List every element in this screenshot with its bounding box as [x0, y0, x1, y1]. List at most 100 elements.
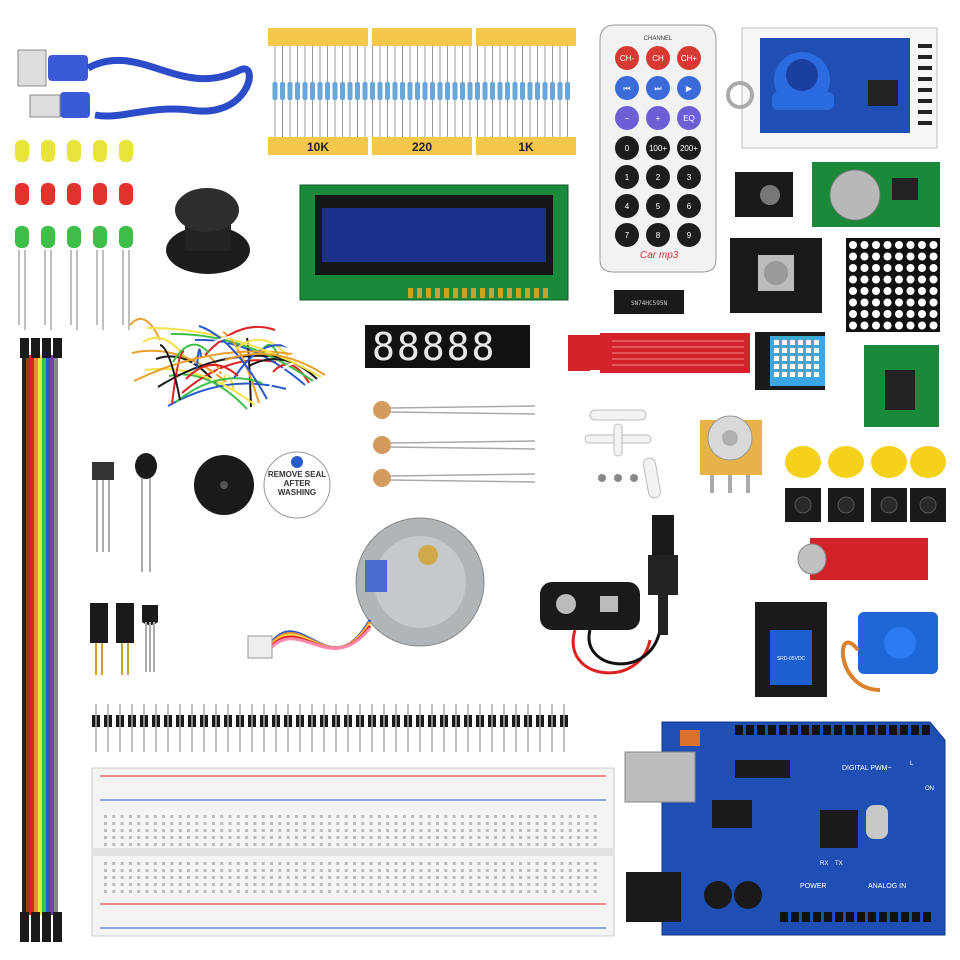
breadboard-hole	[369, 843, 373, 846]
breadboard-hole	[137, 843, 141, 846]
dupont-connector	[42, 912, 51, 942]
breadboard-hole	[328, 862, 332, 865]
jumper-wire	[146, 326, 322, 378]
breadboard-hole	[494, 829, 498, 832]
breadboard-hole	[535, 822, 539, 825]
breadboard-hole	[411, 843, 415, 846]
breadboard-hole	[153, 876, 157, 879]
breadboard-hole	[112, 883, 116, 886]
breadboard-hole	[585, 829, 589, 832]
breadboard-hole	[270, 883, 273, 886]
breadboard-hole	[162, 869, 166, 872]
pin-headers	[92, 704, 568, 752]
breadboard-hole	[485, 843, 489, 846]
resistor	[475, 82, 480, 100]
matrix-dot	[849, 275, 857, 284]
arduino-header-pin	[735, 725, 743, 735]
jumper-wire	[262, 362, 302, 402]
resistor	[422, 82, 428, 100]
breadboard-hole	[460, 822, 464, 825]
breadboard-hole	[519, 822, 522, 825]
breadboard-hole	[120, 829, 124, 832]
breadboard-hole	[228, 869, 232, 872]
remote-button	[615, 76, 639, 100]
lcd-pin	[507, 288, 512, 298]
breadboard-hole	[245, 890, 249, 893]
breadboard-hole	[203, 883, 207, 886]
breadboard-hole	[153, 869, 157, 872]
dht-vent	[806, 372, 811, 377]
arduino-label-l: L	[910, 761, 914, 767]
breadboard-hole	[203, 862, 207, 865]
breadboard-hole	[236, 883, 240, 886]
arduino-label-analog: ANALOG IN	[868, 883, 906, 890]
breadboard-hole	[361, 815, 365, 818]
matrix-dot	[872, 298, 880, 307]
matrix-dot	[872, 287, 880, 295]
breadboard-hole	[270, 869, 273, 872]
breadboard-hole	[112, 815, 116, 818]
breadboard-hole	[187, 876, 190, 879]
arduino-header-pin	[912, 912, 920, 922]
breadboard-hole	[519, 869, 522, 872]
breadboard-hole	[560, 869, 564, 872]
breadboard-hole	[502, 822, 506, 825]
breadboard-hole	[519, 876, 522, 879]
breadboard-hole	[344, 822, 348, 825]
remote-button	[646, 106, 670, 130]
breadboard-hole	[286, 876, 290, 879]
breadboard-hole	[195, 829, 199, 832]
jumper-wire	[144, 367, 256, 406]
breadboard-hole	[510, 829, 514, 832]
breadboard-hole	[153, 836, 157, 839]
breadboard-hole	[510, 843, 514, 846]
breadboard-hole	[568, 829, 572, 832]
breadboard-hole	[228, 822, 232, 825]
buzzer-sticker-text: REMOVE SEAL AFTER WASHING	[267, 470, 327, 497]
breadboard-hole	[593, 843, 597, 846]
breadboard-hole	[211, 890, 215, 893]
breadboard-hole	[394, 829, 398, 832]
yellow-button-cap	[871, 446, 907, 478]
breadboard-hole	[170, 890, 174, 893]
matrix-dot	[895, 252, 903, 261]
breadboard-hole	[137, 815, 141, 818]
breadboard-hole	[369, 829, 373, 832]
breadboard-hole	[436, 829, 439, 832]
breadboard-hole	[444, 862, 448, 865]
matrix-dot	[883, 252, 892, 261]
breadboard-hole	[178, 876, 182, 879]
jumper-wire	[248, 358, 318, 380]
breadboard-hole	[502, 890, 506, 893]
breadboard-hole	[535, 836, 539, 839]
stepper-driver-board	[864, 345, 939, 427]
breadboard-hole	[411, 822, 415, 825]
breadboard-hole	[460, 843, 464, 846]
breadboard-hole	[319, 869, 323, 872]
breadboard-hole	[477, 829, 481, 832]
photoresistor	[373, 436, 391, 454]
dht-vent	[774, 364, 779, 369]
breadboard-hole	[245, 862, 249, 865]
breadboard-hole	[369, 815, 373, 818]
breadboard-hole	[452, 822, 456, 825]
rtc-module	[812, 162, 940, 227]
resistor	[317, 82, 323, 100]
breadboard-hole	[112, 829, 116, 832]
breadboard-hole	[319, 815, 323, 818]
breadboard-hole	[286, 822, 290, 825]
breadboard-hole	[527, 862, 531, 865]
breadboard-hole	[444, 836, 448, 839]
matrix-dot	[895, 275, 903, 284]
breadboard-hole	[211, 869, 215, 872]
remote-button	[677, 76, 701, 100]
photoresistor-leg	[389, 411, 536, 415]
arduino-header-pin	[757, 725, 765, 735]
breadboard-hole	[585, 890, 589, 893]
lcd-pin	[462, 288, 467, 298]
breadboard-hole	[568, 869, 572, 872]
breadboard-hole	[162, 829, 166, 832]
breadboard-hole	[245, 869, 249, 872]
matrix-dot	[872, 252, 880, 261]
breadboard-hole	[585, 876, 589, 879]
